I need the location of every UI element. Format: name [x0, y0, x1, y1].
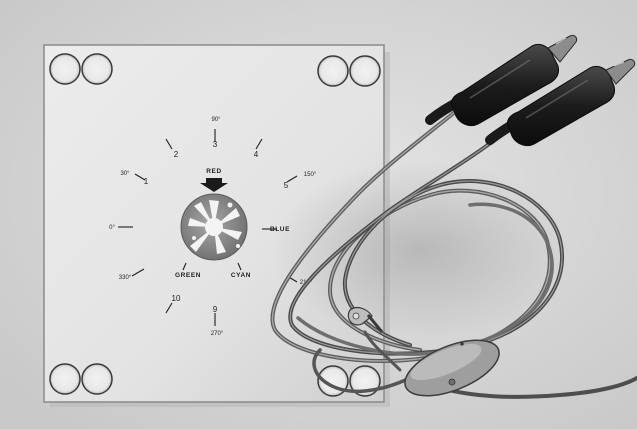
number-label-4: 4 [254, 150, 259, 159]
alligator-clip-upper [425, 35, 578, 127]
spade-terminal [347, 306, 384, 333]
number-label-10: 10 [172, 294, 181, 303]
tick-mark [286, 175, 298, 183]
tick-mark [255, 138, 263, 150]
down-arrow-icon [200, 178, 228, 192]
dial-ticks [118, 129, 298, 326]
tick-mark [131, 268, 145, 277]
alligator-clip-lower [485, 59, 636, 147]
degree-label-330: 330° [119, 275, 132, 281]
degree-label-150: 150° [304, 172, 317, 178]
mounting-hole [81, 53, 113, 85]
tick-mark [165, 302, 173, 314]
mounting-hole [349, 55, 381, 87]
cable-highlight [289, 131, 563, 355]
cable-strand [312, 348, 412, 394]
color-label-blue: BLUE [270, 226, 290, 233]
tick-mark [237, 262, 242, 271]
color-label-red: RED [206, 168, 222, 175]
mounting-hole [49, 53, 81, 85]
number-label-1: 1 [144, 177, 149, 186]
tick-mark [165, 138, 173, 150]
color-disc [180, 193, 248, 261]
degree-label-270: 270° [211, 331, 224, 337]
mounting-hole [49, 363, 81, 395]
dial-labels: 90° 3 2 4 30° 1 5 150° 0° 330° 210° 10 9… [109, 117, 317, 337]
cable-strand [296, 202, 554, 356]
disc-pattern [188, 200, 242, 254]
cable-bundle [270, 110, 637, 399]
color-label-green: GREEN [175, 272, 201, 279]
tick-mark [134, 173, 146, 181]
number-label-2: 2 [174, 150, 179, 159]
degree-label-90: 90° [211, 117, 221, 123]
cable-strand [363, 330, 402, 372]
mounting-holes [49, 53, 381, 397]
inline-fuse-holder [404, 339, 500, 397]
number-label-5: 5 [284, 181, 289, 190]
number-label-3: 3 [213, 140, 218, 149]
degree-label-0: 0° [109, 225, 115, 231]
mounting-hole [81, 363, 113, 395]
tick-mark [182, 262, 187, 271]
color-label-cyan: CYAN [231, 272, 251, 279]
degree-label-30: 30° [120, 171, 130, 177]
number-label-9: 9 [213, 305, 218, 314]
mounting-hole [317, 55, 349, 87]
